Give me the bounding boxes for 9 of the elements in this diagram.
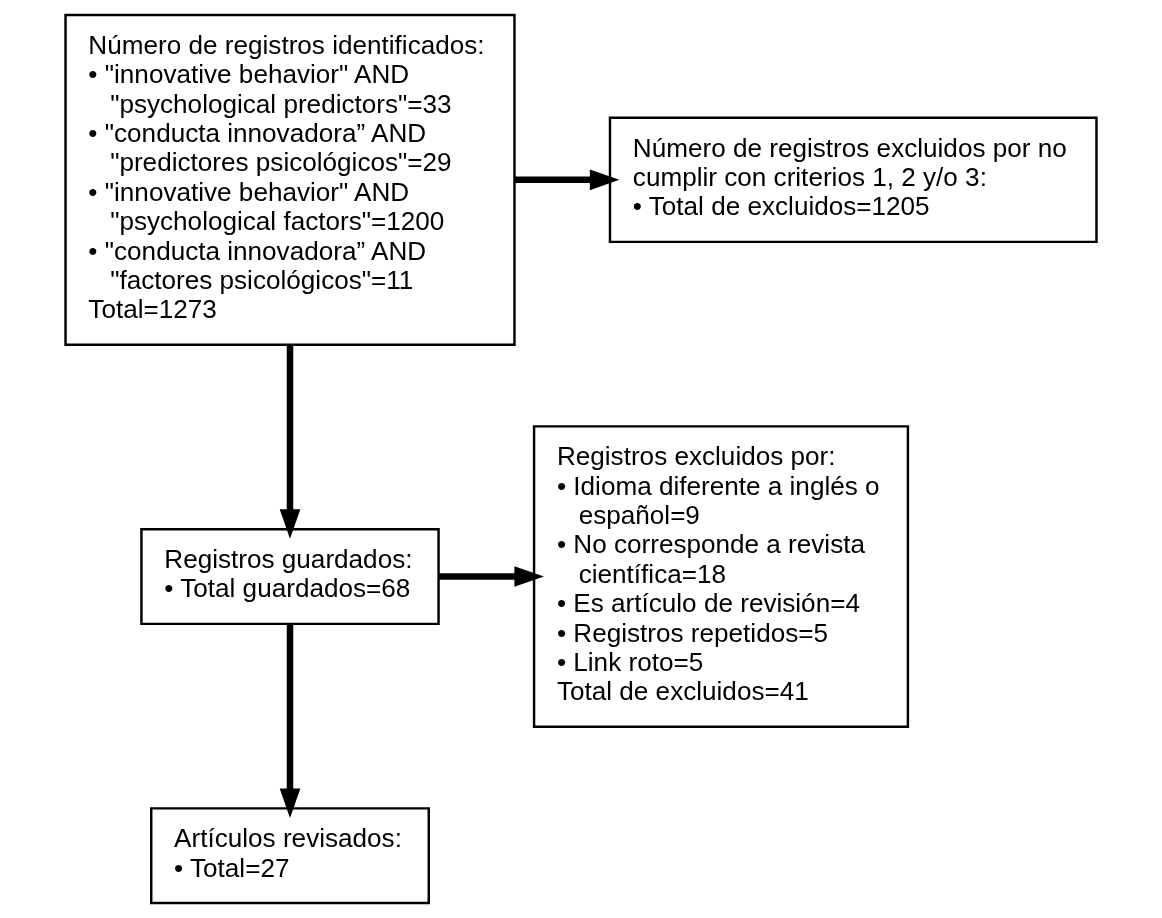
arrow (279, 344, 301, 539)
arrow (438, 566, 544, 587)
node-box: Registros excluidos por: • Idioma diferente a inglés o español=9 • No corresponde a revista científica=18 • Es artículo de revisión=4 • Registros repetidos=5 • Link roto=5 Total de excluidos=41 (532, 425, 910, 728)
node-box: Número de registros excluidos por no cumplir con criterios 1, 2 y/o 3: • Total de excluidos=1205 (608, 116, 1098, 244)
node-box: Registros guardados: • Total guardados=68 (140, 527, 440, 626)
node-box: Artículos revisados: • Total=27 (150, 807, 430, 905)
arrow (514, 169, 620, 191)
node-box: Número de registros identificados: • "innovative behavior" AND "psychological predictors"=33 • "conducta innovadora” AND "predictores psicológicos"=29 • "innovative behavior" AND "psychological factors"=1200 • "conducta innovadora” AND "factores psicológicos"=11 Total=1273 (64, 13, 516, 346)
arrow (279, 624, 301, 819)
